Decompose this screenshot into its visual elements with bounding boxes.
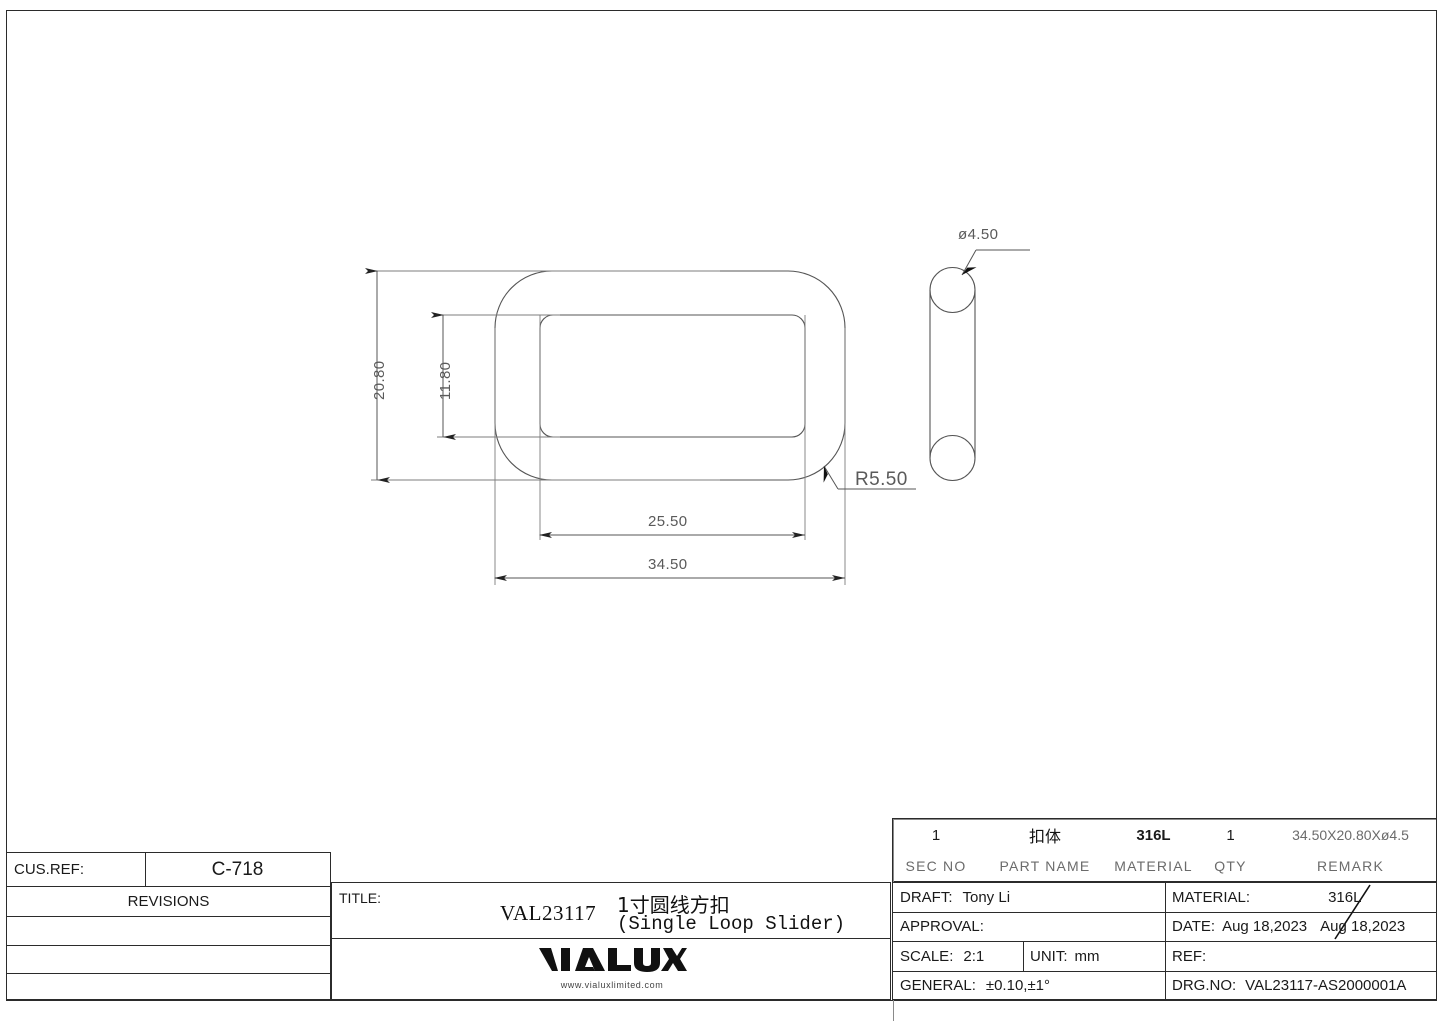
dim-overall-width: 34.50 xyxy=(648,556,688,573)
divider xyxy=(893,941,1436,943)
bom-cell-remark: 34.50X20.80Xø4.5 xyxy=(1292,827,1409,843)
divider xyxy=(1165,883,1167,999)
draft-label: DRAFT: xyxy=(900,889,953,906)
ref-label: REF: xyxy=(1172,947,1207,965)
divider xyxy=(893,820,894,882)
cus-ref-value: C-718 xyxy=(211,858,264,880)
divider xyxy=(893,971,1436,973)
divider xyxy=(7,916,330,918)
bom-table: 1 扣体 316L 1 34.50X20.80Xø4.5 SEC NO PART… xyxy=(892,818,1437,1021)
revision-row[interactable]: 1 xyxy=(7,916,330,945)
part-code: VAL23117 xyxy=(500,901,597,925)
dim-corner-radius: R5.50 xyxy=(855,469,908,490)
approval-label: APPROVAL: xyxy=(900,918,984,935)
date-row: DATE: Aug 18,2023 Aug 18,2023 xyxy=(1165,912,1436,941)
ref-row: REF: xyxy=(1165,941,1436,971)
bom-cell-material: 316L xyxy=(1136,826,1171,844)
title-block: TITLE: VAL23117 1寸圆线方扣 (Single Loop Slid… xyxy=(331,882,891,1000)
bom-header-sec-no: SEC NO xyxy=(905,858,967,874)
drgno-value: VAL23117-AS2000001A xyxy=(1245,976,1407,994)
date-value-1: Aug 18,2023 xyxy=(1222,918,1308,935)
general-label: GENERAL: xyxy=(900,976,976,994)
unit-label: UNIT: xyxy=(1030,947,1068,965)
material-value: 316L xyxy=(1328,889,1362,906)
revisions-block: CUS.REF: C-718 REVISIONS 1 2 3 xyxy=(6,852,331,1000)
bom-header-material: MATERIAL xyxy=(1114,858,1193,874)
title-label: TITLE: xyxy=(339,890,382,906)
bom-cell-qty: 1 xyxy=(1226,826,1235,844)
draft-row: DRAFT: Tony Li xyxy=(893,883,1165,912)
drgno-label: DRG.NO: xyxy=(1172,976,1237,994)
bom-header-remark: REMARK xyxy=(1316,858,1385,874)
divider xyxy=(893,912,1436,914)
material-row: MATERIAL: 316L xyxy=(1165,883,1436,912)
revisions-label: REVISIONS xyxy=(127,892,210,910)
approval-row: APPROVAL: xyxy=(893,912,1165,941)
company-logo: www.vialuxlimited.com xyxy=(492,945,732,990)
bom-header-part-name: PART NAME xyxy=(999,858,1091,874)
scale-row: SCALE: 2:1 xyxy=(893,941,1023,971)
logo-url: www.vialuxlimited.com xyxy=(560,980,664,990)
divider xyxy=(145,853,147,886)
dim-wire-diameter: ø4.50 xyxy=(958,226,999,243)
unit-value: mm xyxy=(1074,947,1100,965)
cus-ref-label: CUS.REF: xyxy=(14,861,85,878)
scale-value: 2:1 xyxy=(963,947,985,965)
sheet-border xyxy=(6,10,1437,1001)
drgno-row: DRG.NO: VAL23117-AS2000001A xyxy=(1165,971,1436,999)
material-label: MATERIAL: xyxy=(1172,889,1251,906)
vialux-logo-icon xyxy=(539,948,687,972)
general-value: ±0.10,±1° xyxy=(985,976,1051,994)
general-row: GENERAL: ±0.10,±1° xyxy=(893,971,1165,999)
divider xyxy=(893,1006,894,1021)
dim-inner-width: 25.50 xyxy=(648,513,688,530)
bom-cell-part-name: 扣体 xyxy=(1028,827,1061,846)
divider xyxy=(7,945,330,947)
unit-row: UNIT: mm xyxy=(1023,941,1165,971)
divider xyxy=(7,886,330,888)
scale-label: SCALE: xyxy=(900,947,954,965)
divider xyxy=(7,973,330,975)
part-name-cn: 1寸圆线方扣 xyxy=(617,893,730,917)
draft-value: Tony Li xyxy=(962,889,1011,906)
bom-cell-sec-no: 1 xyxy=(931,826,941,844)
divider xyxy=(893,819,1436,820)
revision-row[interactable]: 2 xyxy=(7,945,330,973)
date-label: DATE: xyxy=(1172,918,1216,935)
dim-overall-height: 20.80 xyxy=(371,360,388,400)
date-value-2: Aug 18,2023 xyxy=(1320,918,1406,935)
divider xyxy=(332,938,890,940)
dim-inner-height: 11.80 xyxy=(437,361,454,400)
divider xyxy=(1023,941,1025,971)
revision-row[interactable]: 3 xyxy=(7,973,330,999)
bom-header-qty: QTY xyxy=(1214,858,1247,874)
material-date-slash xyxy=(1334,884,1371,940)
part-name-en: (Single Loop Slider) xyxy=(617,913,846,935)
info-block: DRAFT: Tony Li APPROVAL: SCALE: 2:1 UNIT… xyxy=(892,882,1437,1000)
